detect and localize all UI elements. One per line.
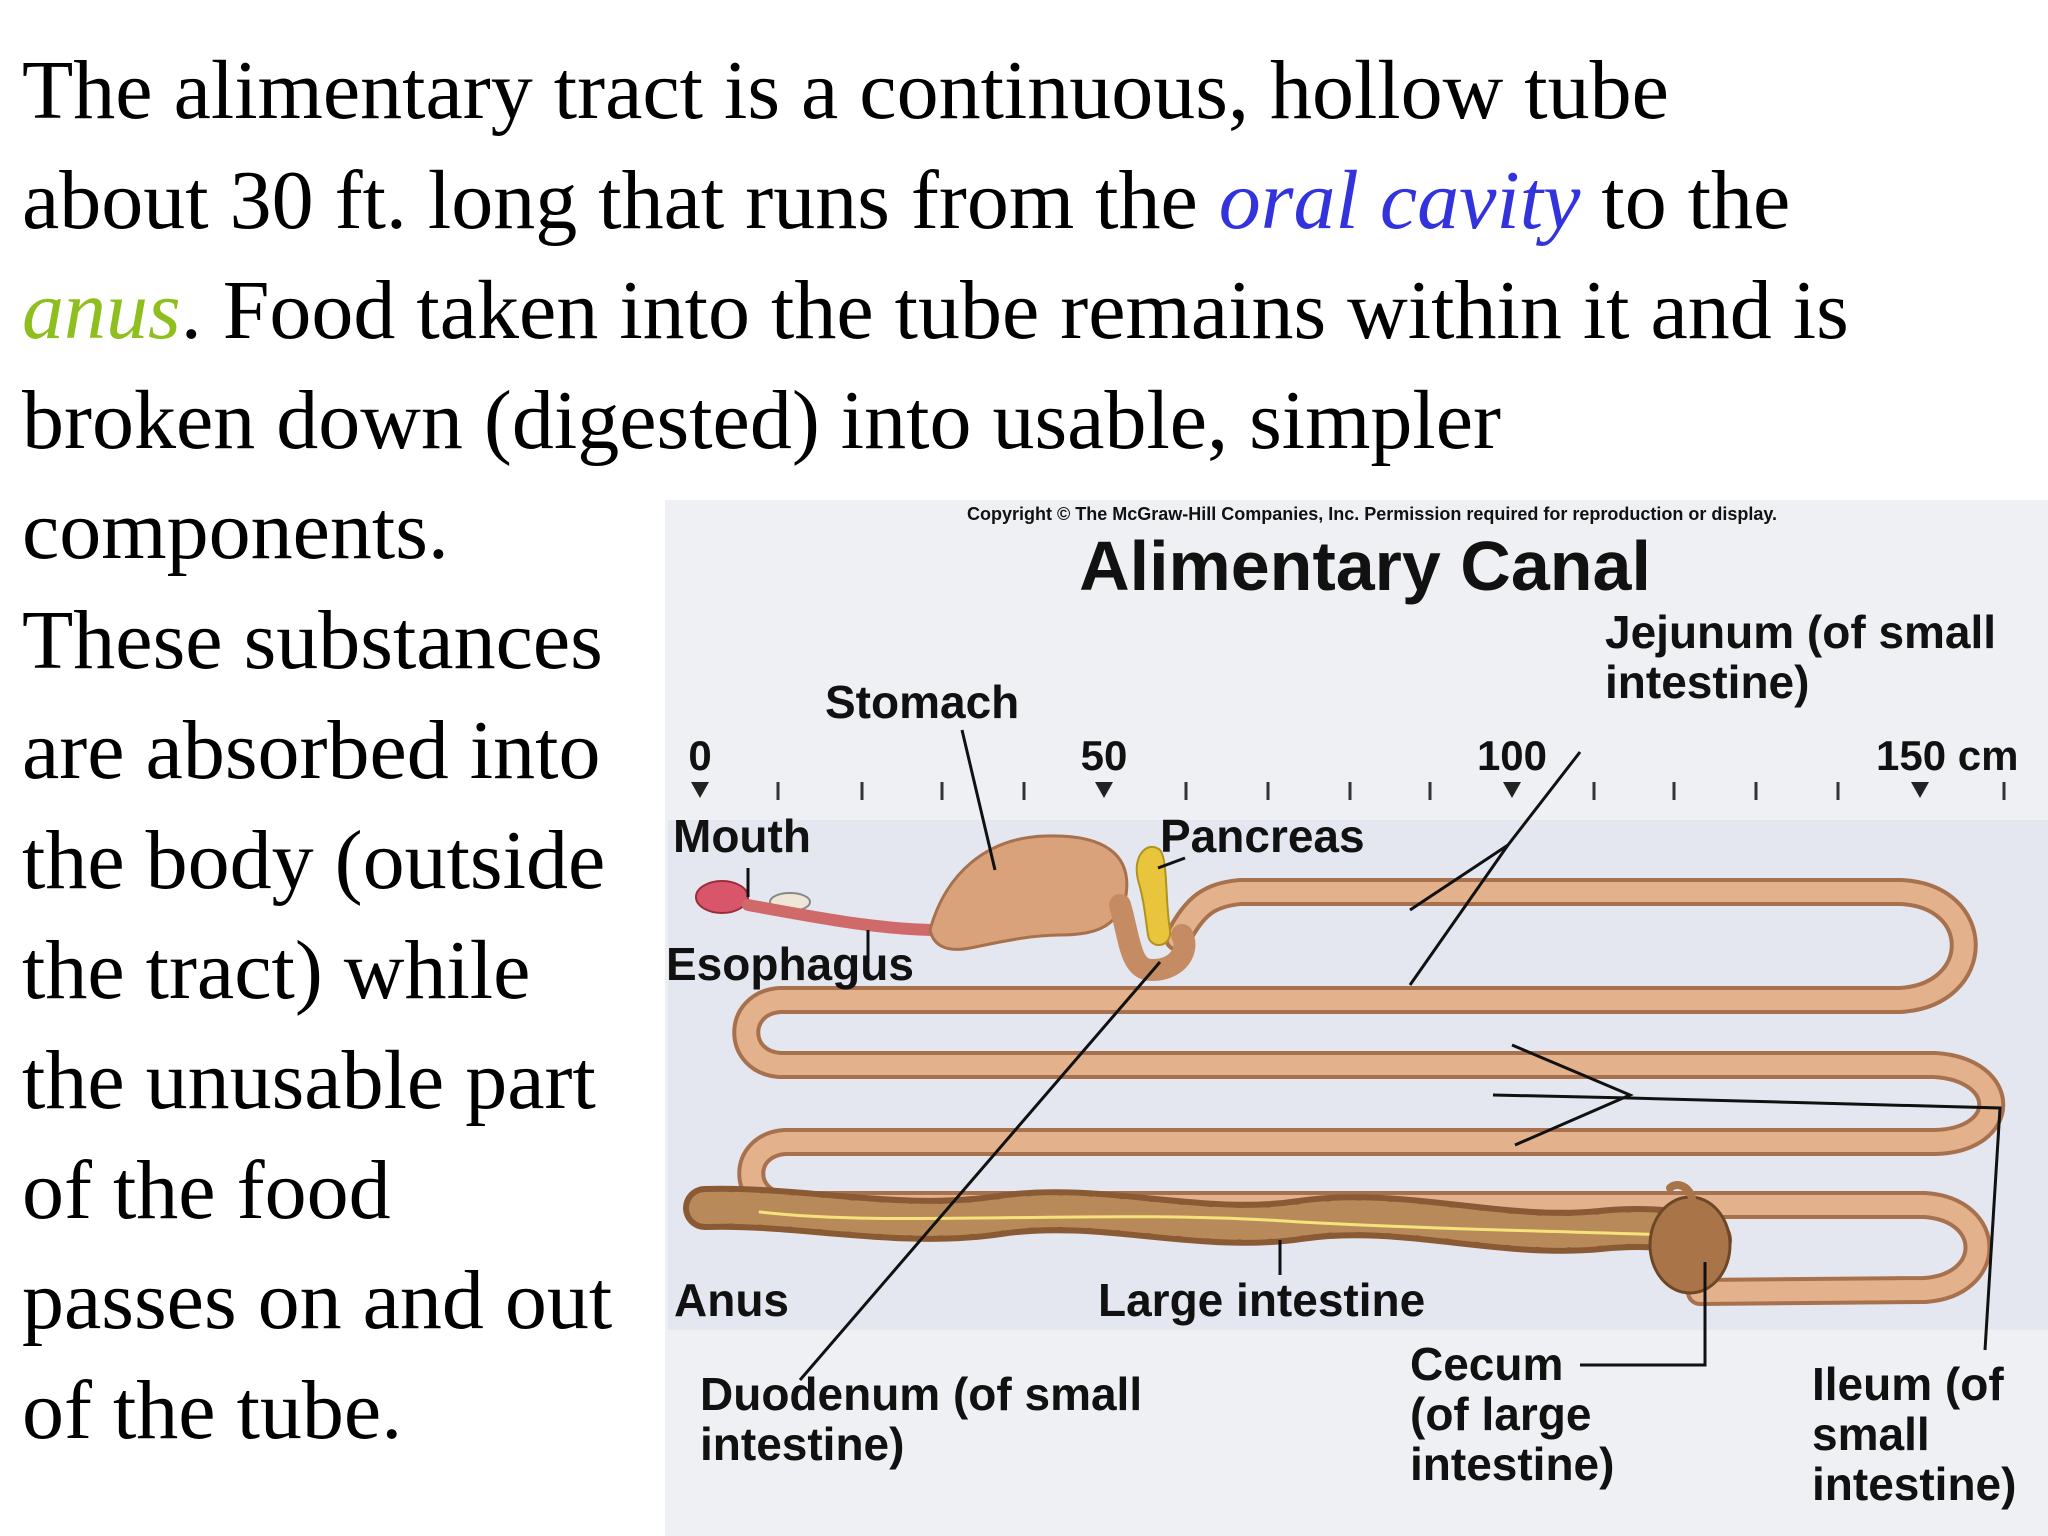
esophagus-label: Esophagus bbox=[666, 938, 914, 990]
anus-label: Anus bbox=[674, 1274, 789, 1326]
pancreas-label: Pancreas bbox=[1160, 810, 1365, 862]
text-segment: to the bbox=[1580, 154, 1791, 247]
paragraph-line-6: These substances bbox=[22, 594, 603, 687]
text-segment: . Food taken into the tube remains withi… bbox=[180, 264, 1849, 357]
text-segment: about 30 ft. long that runs from the bbox=[22, 154, 1219, 247]
oral-cavity-term: oral cavity bbox=[1218, 154, 1581, 247]
scale-label-0: 0 bbox=[688, 732, 711, 779]
ileum-label-line-3: intestine) bbox=[1812, 1458, 2016, 1510]
scale-arrows bbox=[691, 782, 1929, 798]
paragraph-line-1: The alimentary tract is a continuous, ho… bbox=[22, 44, 1669, 137]
ileum-label-line-1: Ileum (of bbox=[1812, 1358, 2004, 1410]
copyright-notice: Copyright © The McGraw-Hill Companies, I… bbox=[967, 504, 1777, 524]
paragraph-line-7: are absorbed into bbox=[22, 704, 601, 797]
paragraph-line-4: broken down (digested) into usable, simp… bbox=[22, 374, 1502, 467]
paragraph-line-9: the tract) while bbox=[22, 924, 531, 1017]
scale-label-50: 50 bbox=[1081, 732, 1128, 779]
jejunum-label-line-1: Jejunum (of small bbox=[1605, 606, 1996, 658]
scale-label-100: 100 bbox=[1477, 732, 1547, 779]
duodenum-label-line-2: intestine) bbox=[700, 1418, 904, 1470]
small-intestine bbox=[732, 878, 2006, 1306]
paragraph-line-3: anus. Food taken into the tube remains w… bbox=[22, 256, 1849, 366]
pancreas-shape bbox=[1135, 845, 1172, 946]
paragraph-line-8: the body (outside bbox=[22, 814, 606, 907]
appendix-shape bbox=[1666, 1181, 1696, 1202]
paragraph-line-11: of the food bbox=[22, 1144, 391, 1237]
duodenum-label-line-1: Duodenum (of small bbox=[700, 1368, 1142, 1420]
cecum-shape bbox=[1648, 1195, 1732, 1295]
cecum-label-line-2: (of large bbox=[1410, 1388, 1591, 1440]
mouth-shape bbox=[695, 880, 749, 914]
esophagus-shape bbox=[742, 899, 946, 936]
paragraph-line-2: about 30 ft. long that runs from the ora… bbox=[22, 146, 1790, 256]
scale-ticks bbox=[776, 782, 2006, 800]
scale-label-150: 150 cm bbox=[1876, 732, 2018, 779]
paragraph-line-10: the unusable part bbox=[22, 1034, 596, 1127]
jejunum-label-line-2: intestine) bbox=[1605, 656, 1809, 708]
cecum-label-line-1: Cecum bbox=[1410, 1338, 1563, 1390]
paragraph-line-5: components. bbox=[22, 484, 449, 577]
paragraph-line-12: passes on and out bbox=[22, 1254, 613, 1347]
large-intestine-label: Large intestine bbox=[1098, 1274, 1425, 1326]
paragraph-line-13: of the tube. bbox=[22, 1364, 403, 1457]
figure-title: Alimentary Canal bbox=[1079, 527, 1651, 605]
leader-lines bbox=[746, 729, 2002, 1381]
ileum-label-line-2: small bbox=[1812, 1408, 1930, 1460]
large-intestine-tube bbox=[683, 1185, 1732, 1262]
anus-term: anus bbox=[22, 264, 181, 357]
stomach-label: Stomach bbox=[825, 676, 1019, 728]
cecum-label-line-3: intestine) bbox=[1410, 1438, 1614, 1490]
mouth-label: Mouth bbox=[673, 810, 811, 862]
